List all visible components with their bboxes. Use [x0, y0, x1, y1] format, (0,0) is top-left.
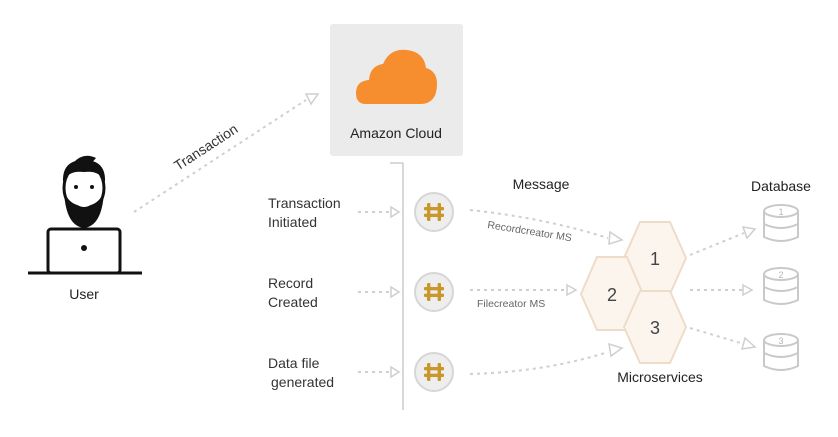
db-arrow-2 [690, 283, 754, 297]
step-3-line2: generated [271, 374, 334, 390]
service-icon-3 [414, 352, 454, 392]
user-label: User [69, 286, 99, 302]
flow-arrow-3 [469, 342, 624, 375]
microservice-number-1: 1 [650, 249, 660, 269]
microservices-cluster: 1 2 3 [579, 221, 688, 364]
database-label: Database [751, 178, 811, 194]
microservices-label: Microservices [617, 369, 703, 385]
microservice-number-2: 2 [607, 285, 617, 305]
microservice-number-3: 3 [650, 318, 660, 338]
service-icon-2 [414, 272, 454, 312]
transaction-arrow [133, 93, 320, 213]
step-3-line1: Data file [268, 355, 320, 371]
database-icon-1 [763, 204, 799, 242]
laptop-icon [28, 227, 142, 275]
database-number-3: 3 [778, 336, 783, 346]
step-3-arrow [358, 365, 401, 379]
service-icon-1 [414, 192, 454, 232]
database-icon-2 [763, 267, 799, 305]
flow-label-2: Filecreator MS [477, 298, 545, 310]
step-2-line1: Record [268, 275, 313, 291]
db-arrow-1 [689, 226, 757, 256]
step-2-line2: Created [268, 294, 318, 310]
flow-arrow-1 [469, 209, 624, 246]
user-icon [62, 155, 106, 228]
db-arrow-3 [689, 327, 757, 350]
cloud-icon [356, 49, 437, 104]
cloud-label: Amazon Cloud [350, 125, 442, 141]
database-number-2: 2 [778, 270, 783, 280]
database-icon-3 [763, 333, 799, 371]
step-2-arrow [358, 285, 401, 299]
step-1-arrow [358, 205, 401, 219]
database-number-1: 1 [778, 207, 783, 217]
message-label: Message [513, 176, 570, 192]
flow-label-1: Recordcreator MS [487, 219, 573, 244]
microservice-hex-3 [622, 290, 688, 364]
step-1-line1: Transaction [268, 195, 341, 211]
step-1-line2: Initiated [268, 214, 317, 230]
flow-arrow-2 [470, 283, 578, 297]
